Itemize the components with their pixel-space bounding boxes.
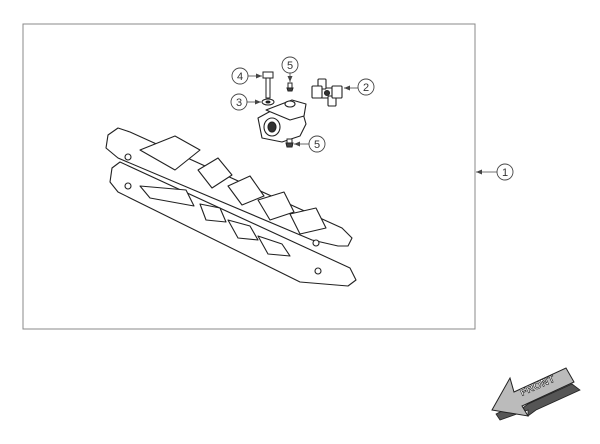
callout-1-label: 1 (502, 167, 508, 179)
callout-3-label: 3 (236, 97, 242, 109)
grease-nipple-top-drawing (286, 82, 294, 92)
callout-3: 3 (230, 93, 261, 111)
callout-4-label: 4 (237, 71, 243, 83)
frame-rail-drawing (105, 127, 357, 287)
yoke-housing-drawing (257, 99, 307, 143)
callout-4: 4 (231, 67, 262, 85)
assembly-frame-box (22, 23, 476, 330)
callout-1: 1 (476, 163, 514, 181)
callout-5-bottom: 5 (294, 135, 326, 153)
bolt-drawing (262, 71, 274, 99)
callout-5-top-label: 5 (287, 60, 293, 72)
callout-2-label: 2 (363, 82, 369, 94)
callout-5-bottom-label: 5 (314, 139, 320, 151)
washer-drawing (261, 98, 275, 106)
callout-2: 2 (344, 78, 375, 96)
callout-5-top: 5 (281, 56, 299, 82)
grease-nipple-bottom-drawing (285, 138, 294, 148)
cross-joint-drawing (311, 78, 343, 107)
front-arrow: FRONT (491, 367, 581, 421)
